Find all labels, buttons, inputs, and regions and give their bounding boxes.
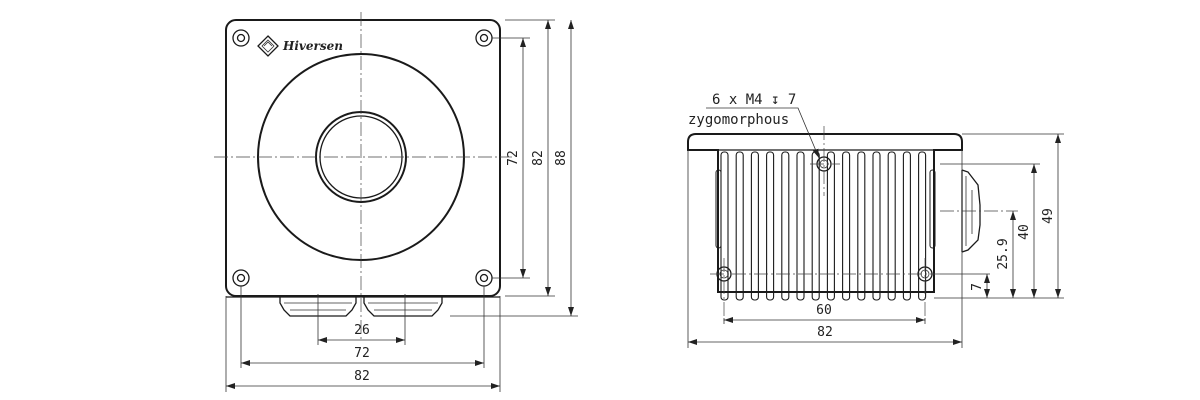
heat-sink-fins bbox=[715, 151, 936, 301]
mounting-hole-top-left bbox=[232, 29, 250, 47]
fin-flank-slot bbox=[715, 169, 722, 249]
dim-height-88: 88 bbox=[554, 150, 569, 166]
fin-slot bbox=[887, 151, 896, 301]
arrangement-label: zygomorphous bbox=[688, 112, 789, 128]
thread-callout: 6 x M4 ↧ 7 bbox=[712, 92, 796, 108]
side-body-outline bbox=[687, 133, 963, 293]
mounting-hole-top-right bbox=[475, 29, 493, 47]
front-view: Hiversen 72 82 88 bbox=[214, 12, 578, 392]
dim-height-25-9: 25.9 bbox=[996, 238, 1011, 269]
fin-slot bbox=[826, 151, 835, 301]
dim-height-82: 82 bbox=[531, 150, 546, 166]
fin-slot bbox=[735, 151, 744, 301]
fin-slot bbox=[872, 151, 881, 301]
fin-slot bbox=[857, 151, 866, 301]
fin-slot bbox=[842, 151, 851, 301]
dim-height-49: 49 bbox=[1041, 208, 1056, 224]
mounting-hole-bottom-left bbox=[232, 269, 250, 287]
mounting-hole-bottom-right bbox=[475, 269, 493, 287]
fin-slot bbox=[902, 151, 911, 301]
fin-slot bbox=[796, 151, 805, 301]
side-view: 6 x M4 ↧ 7 zygomorphous 49 40 25.9 7 60 … bbox=[687, 92, 1064, 348]
dim-width-60: 60 bbox=[816, 303, 832, 318]
diamond-logo-icon bbox=[257, 35, 279, 57]
dim-height-40: 40 bbox=[1017, 224, 1032, 240]
fin-slot bbox=[918, 151, 927, 301]
fin-slot bbox=[766, 151, 775, 301]
dim-width-82: 82 bbox=[354, 369, 370, 384]
brand-logo-text: Hiversen bbox=[282, 39, 343, 53]
dim-width-26: 26 bbox=[354, 323, 370, 338]
fin-flank-slot bbox=[929, 169, 936, 249]
dim-height-72: 72 bbox=[506, 150, 521, 166]
dim-width-72: 72 bbox=[354, 346, 370, 361]
fin-slot bbox=[781, 151, 790, 301]
front-body-outline bbox=[225, 19, 501, 297]
fin-slot bbox=[750, 151, 759, 301]
fin-slot bbox=[811, 151, 820, 301]
connector-right bbox=[363, 297, 443, 317]
dim-height-7: 7 bbox=[970, 283, 985, 291]
dim-width-82-side: 82 bbox=[817, 325, 833, 340]
